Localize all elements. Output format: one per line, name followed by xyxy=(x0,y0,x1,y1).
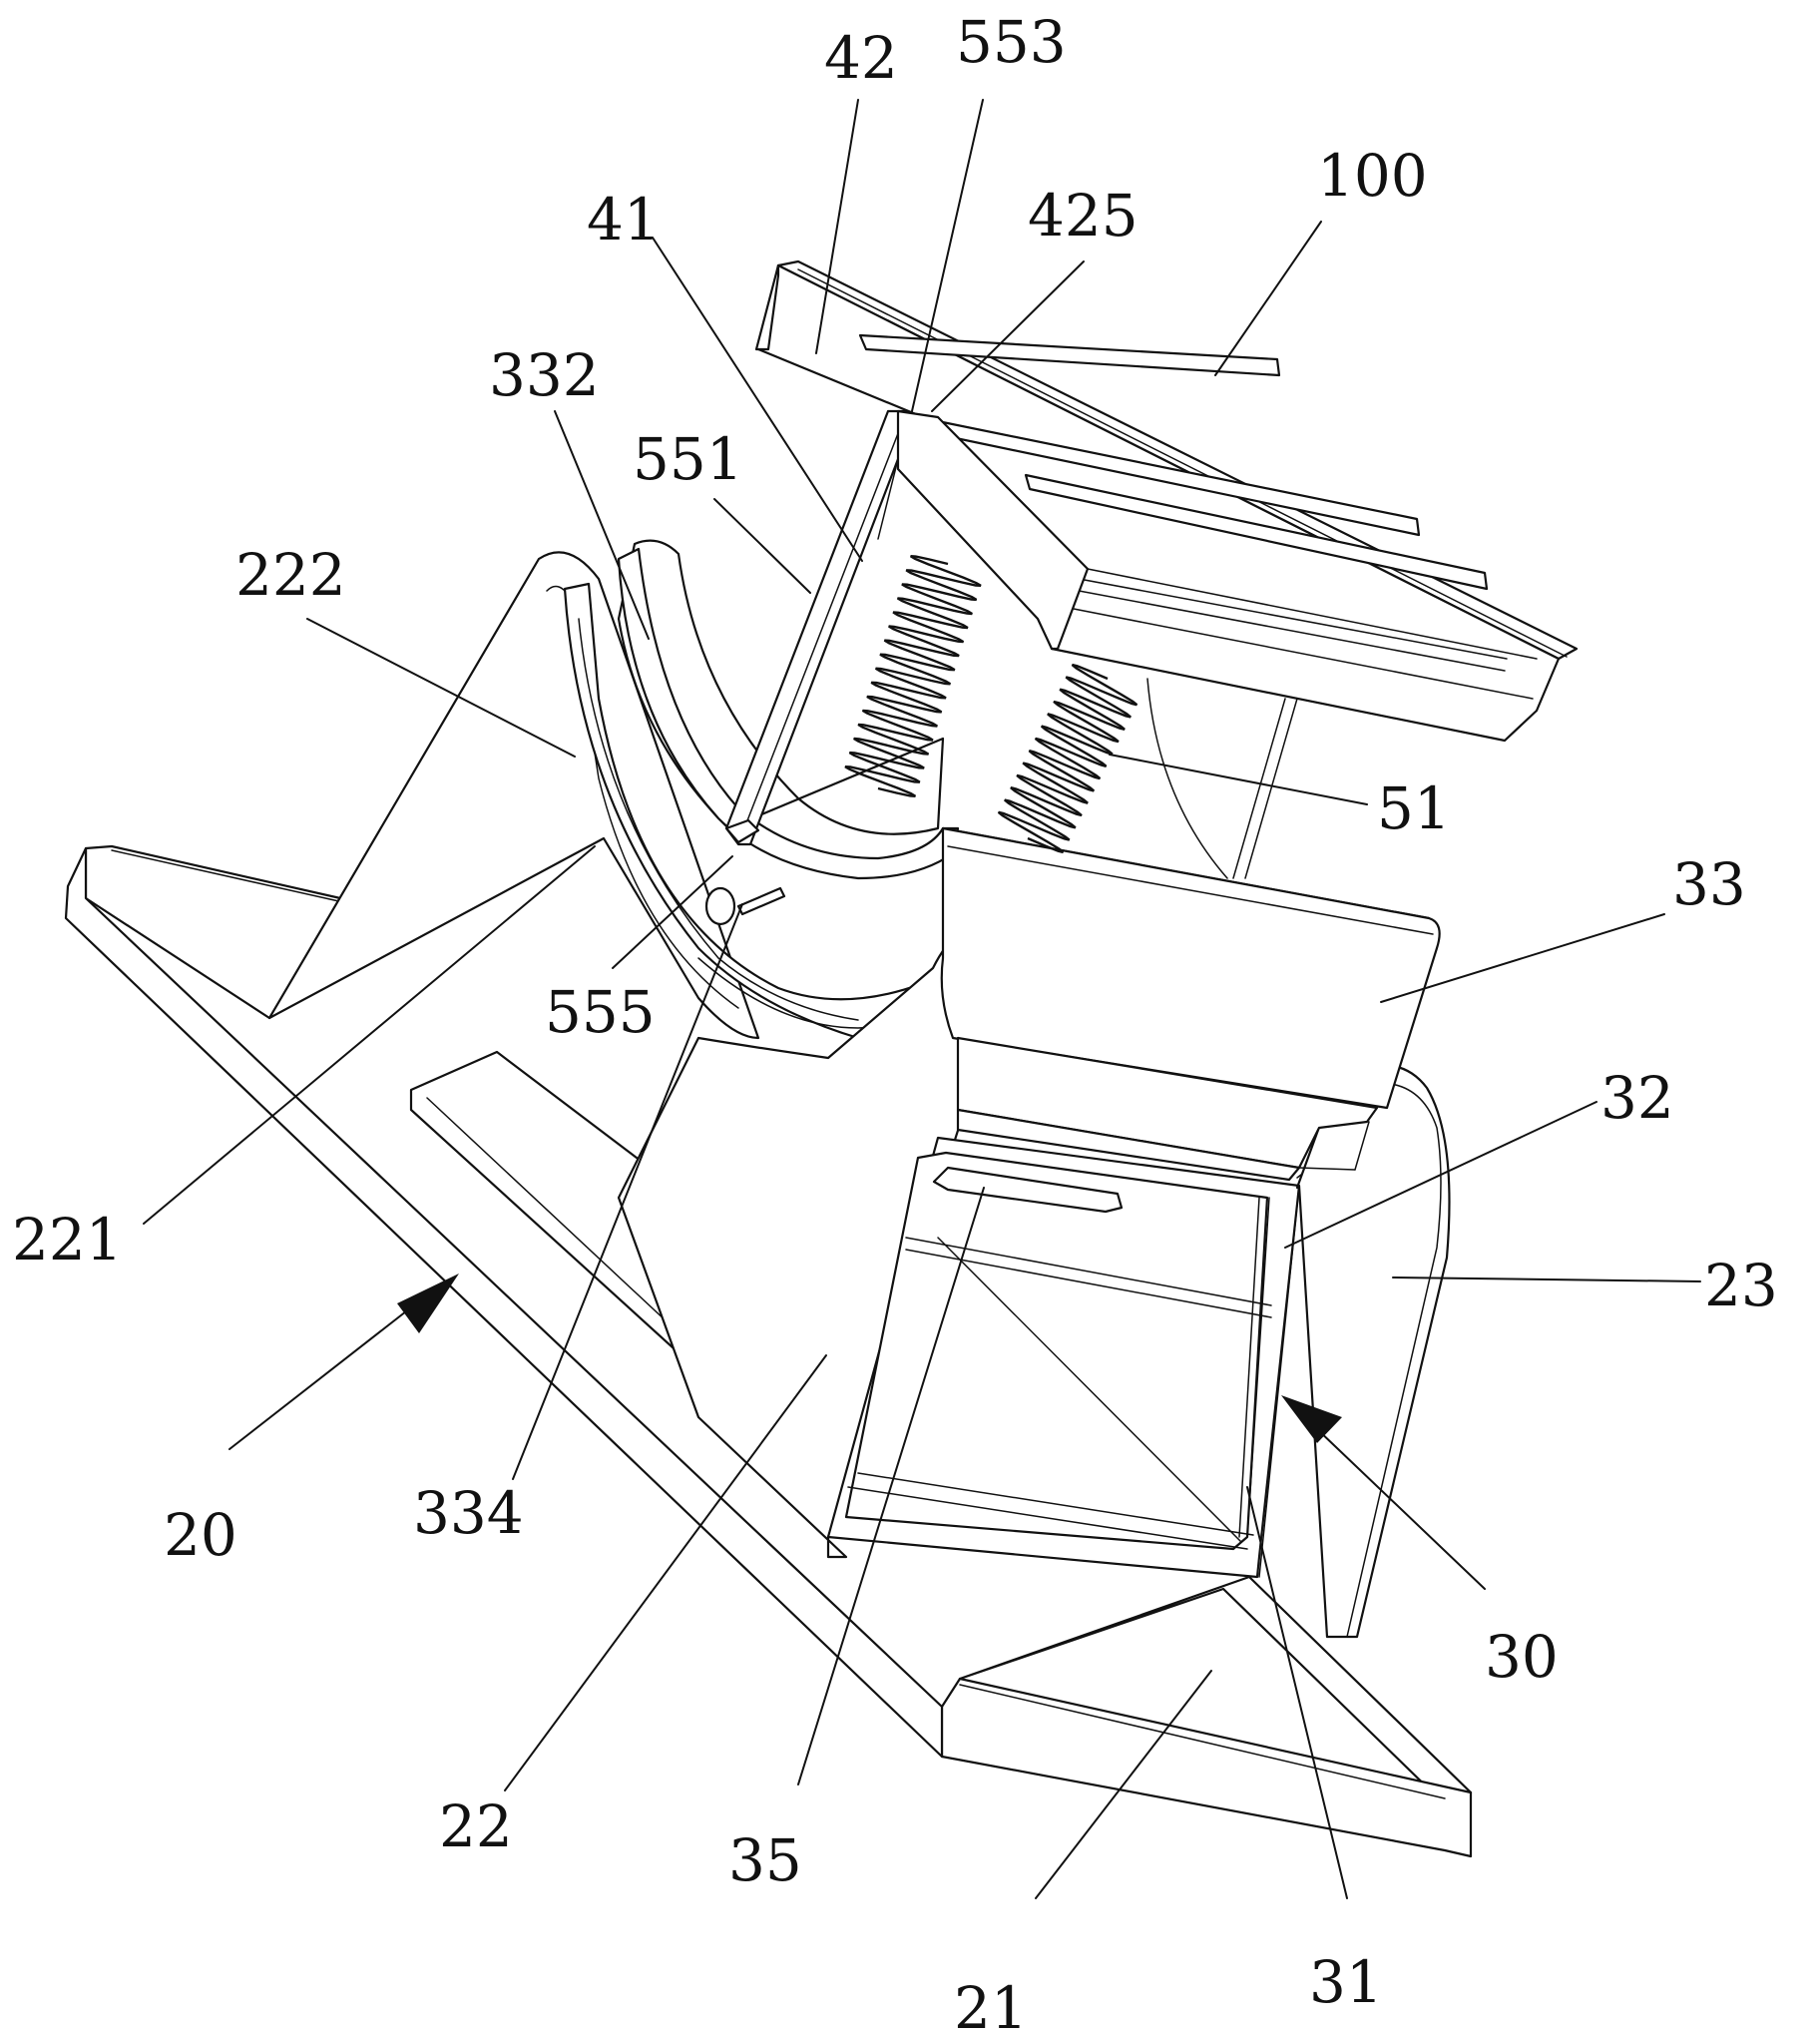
block-33 xyxy=(940,826,1441,1182)
spring-51-left xyxy=(844,555,982,797)
rear-post xyxy=(1146,678,1298,879)
spring-51-right xyxy=(997,663,1138,854)
label-20: 20 xyxy=(164,1501,237,1569)
label-51: 51 xyxy=(1377,774,1451,842)
side-plate-222 xyxy=(267,551,760,1040)
label-425: 425 xyxy=(1028,182,1138,250)
label-332: 332 xyxy=(489,341,600,409)
label-551: 551 xyxy=(633,425,743,493)
arrow-20 xyxy=(228,1274,459,1450)
peg-334 xyxy=(704,886,786,926)
base-plate-21 xyxy=(940,1575,1473,1858)
pin-555 xyxy=(724,818,760,844)
label-35: 35 xyxy=(728,1826,802,1894)
label-222: 222 xyxy=(235,541,346,609)
label-555: 555 xyxy=(545,978,656,1046)
arrow-30 xyxy=(1281,1395,1486,1590)
reference-labels: 42 553 100 41 425 332 551 222 51 33 555 … xyxy=(12,8,1778,2039)
label-334: 334 xyxy=(413,1479,524,1547)
label-42: 42 xyxy=(824,24,898,92)
leader-lines xyxy=(143,99,1701,1899)
label-221: 221 xyxy=(12,1206,123,1274)
frame-rail-20 xyxy=(64,844,944,1759)
label-553: 553 xyxy=(956,8,1067,76)
label-100: 100 xyxy=(1317,142,1428,210)
frame-30 xyxy=(826,1136,1338,1579)
label-33: 33 xyxy=(1672,850,1746,918)
label-23: 23 xyxy=(1704,1252,1778,1319)
label-22: 22 xyxy=(439,1792,513,1860)
rear-plate-23 xyxy=(1295,1064,1451,1639)
label-31: 31 xyxy=(1309,1948,1383,2016)
label-21: 21 xyxy=(954,1974,1028,2039)
label-30: 30 xyxy=(1485,1623,1559,1691)
label-32: 32 xyxy=(1600,1064,1674,1132)
label-41: 41 xyxy=(587,186,661,254)
